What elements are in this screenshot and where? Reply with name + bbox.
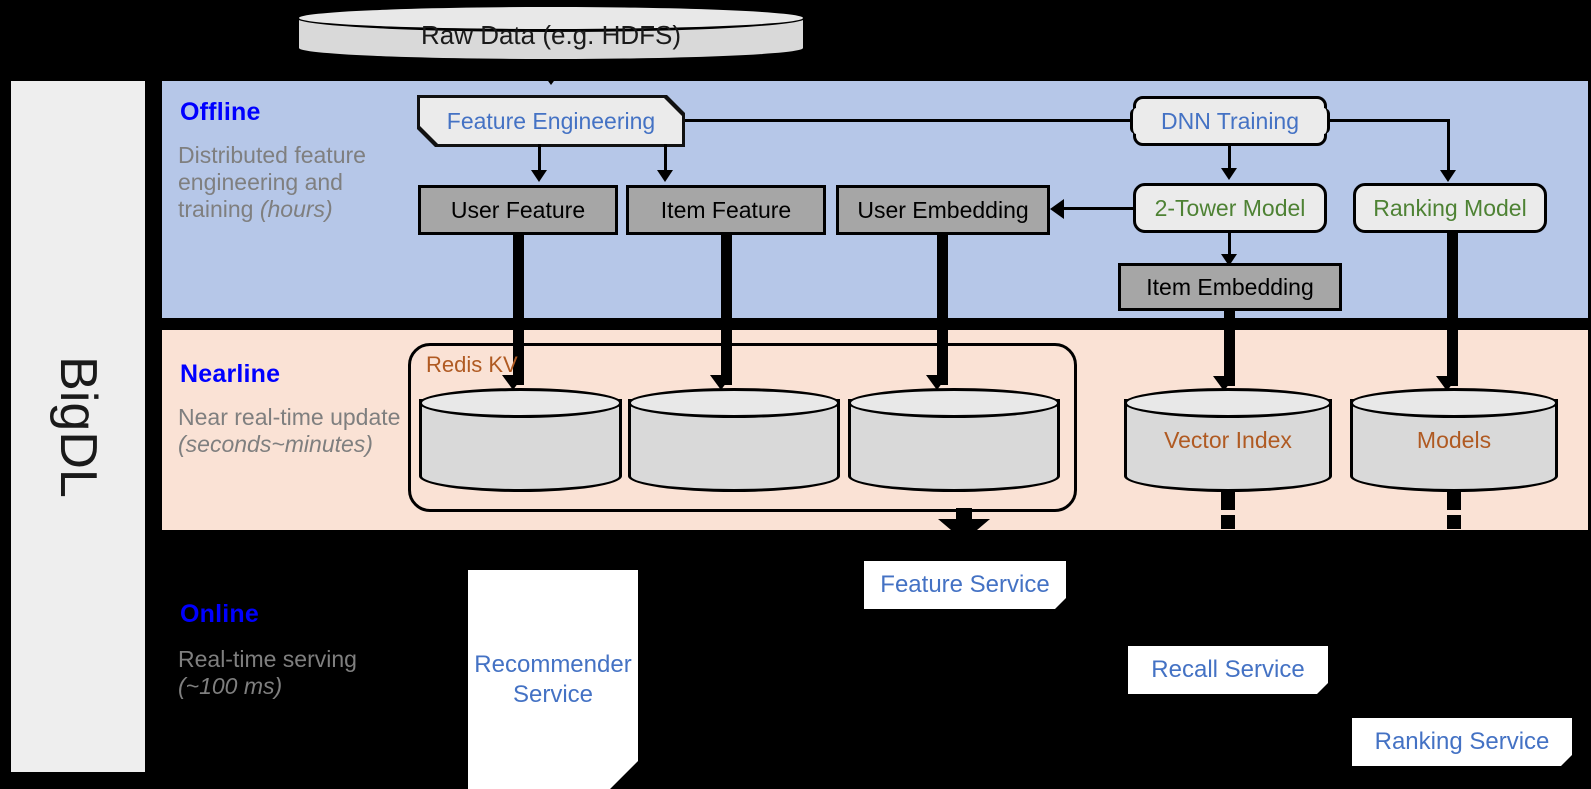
cylinder-top [1350,388,1558,418]
connector-fe-dnn [685,119,1157,122]
arrowhead-dnn-twotower [1221,168,1237,180]
redis-kv-group [408,343,1077,512]
ranking-model-label: Ranking Model [1373,194,1527,221]
arrowhead-fe-userfeature [531,170,547,182]
online-desc: Real-time serving (~100 ms) [178,646,378,700]
arrowhead-pipe-store1 [502,375,524,390]
arrowhead-twotower-userembedding [1050,199,1064,219]
cylinder-top [848,388,1060,418]
feature-service-box[interactable]: Feature Service [864,561,1066,609]
offline-title: Offline [180,98,261,126]
redis-store-3[interactable] [848,388,1060,492]
online-desc-emphasis: (~100 ms) [178,673,283,700]
connector-stub-feature-service [956,508,972,521]
pipe-userembedding-store3 [937,235,948,385]
connector-dnn-ranking-h [1327,119,1450,122]
user-feature-label: User Feature [450,196,586,223]
recall-service-label: Recall Service [1151,656,1305,683]
arrowhead-pipe-store2 [710,375,732,390]
offline-desc-text: Distributed feature engineering and trai… [178,142,366,223]
dnn-training-label: DNN Training [1160,107,1300,134]
connector-dnn-ranking-v [1447,119,1450,175]
user-embedding-label: User Embedding [857,196,1029,223]
item-embedding-label: Item Embedding [1146,273,1314,300]
models-label: Models [1416,426,1492,453]
nearline-desc-text: Near real-time update [178,404,401,430]
offline-desc-emphasis: (hours) [259,196,333,223]
connector-stub-ranking-b [1447,515,1461,529]
arrowhead-dnn-ranking [1440,170,1456,182]
recommender-service-box[interactable]: Recommender Service [468,570,638,789]
online-title: Online [180,600,259,628]
item-feature-label: Item Feature [660,196,792,223]
raw-data-cylinder: Raw Data (e.g. HDFS) [296,4,806,62]
online-desc-text: Real-time serving [178,646,357,672]
redis-store-3-label [848,388,1060,492]
pipe-rankingmodel-models [1447,233,1458,386]
redis-store-2[interactable] [628,388,840,492]
pipe-itemfeature-store2 [721,235,732,385]
connector-stub-ranking-a [1447,492,1461,510]
dnn-training-box[interactable]: DNN Training [1133,96,1327,146]
arrowhead-pipe-store3 [926,375,948,390]
bigdl-sidebar: BigDL [8,78,148,775]
user-embedding-box[interactable]: User Embedding [836,185,1050,235]
nearline-desc: Near real-time update (seconds~minutes) [178,404,408,458]
connector-fe-itemfeature [664,144,667,176]
redis-kv-label: Redis KV [426,352,518,377]
ranking-service-box[interactable]: Ranking Service [1352,718,1572,766]
connector-twotower-itemembedding [1228,233,1231,261]
ranking-model-box[interactable]: Ranking Model [1353,183,1547,233]
connector-twotower-userembedding [1064,207,1134,210]
models-cylinder[interactable]: Models [1350,388,1558,492]
arrowhead-feature-service [938,519,990,541]
item-embedding-box[interactable]: Item Embedding [1118,263,1342,311]
cylinder-top [1124,388,1332,418]
feature-engineering-label: Feature Engineering [446,107,656,134]
connector-stub-recall-b [1221,515,1235,529]
recall-service-box[interactable]: Recall Service [1128,646,1328,694]
cylinder-top [296,4,806,32]
nearline-desc-emphasis: (seconds~minutes) [178,431,373,458]
cylinder-top [628,388,840,418]
vector-index-cylinder[interactable]: Vector Index [1124,388,1332,492]
connector-stub-recall-a [1221,492,1235,510]
vector-index-label: Vector Index [1164,426,1292,453]
ranking-service-label: Ranking Service [1374,728,1550,755]
arrowhead-fe-itemfeature [657,170,673,182]
connector-fe-userfeature [538,144,541,176]
dnn-left-notch [1130,108,1140,134]
cylinder-top [419,388,622,418]
bigdl-label: BigDL [49,355,107,498]
item-feature-box[interactable]: Item Feature [626,185,826,235]
connector-dnn-twotower [1228,146,1231,174]
redis-store-2-label [628,388,840,492]
raw-data-label: Raw Data (e.g. HDFS) [420,19,682,50]
offline-desc: Distributed feature engineering and trai… [178,142,378,223]
redis-store-1-label [419,388,622,492]
nearline-title: Nearline [180,360,281,388]
feature-engineering-box[interactable]: Feature Engineering [420,98,682,144]
recommender-service-label: Recommender Service [474,650,632,708]
redis-store-1[interactable] [419,388,622,492]
pipe-userfeature-store1 [513,235,524,385]
pipe-itemembedding-vectorindex [1224,311,1235,386]
arrowhead-rawdata-fe [540,70,562,85]
user-feature-box[interactable]: User Feature [418,185,618,235]
feature-service-label: Feature Service [880,571,1050,598]
two-tower-model-box[interactable]: 2-Tower Model [1133,183,1327,233]
two-tower-model-label: 2-Tower Model [1154,194,1306,221]
